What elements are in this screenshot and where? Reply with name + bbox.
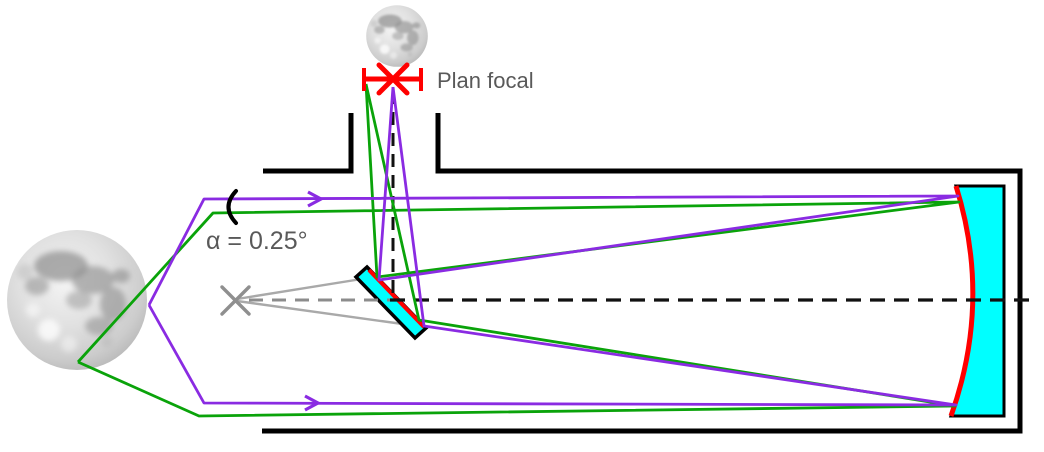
virtual-cone-lower-line xyxy=(236,299,425,329)
virtual-focus-x-marker xyxy=(220,285,251,316)
field-angle-label: α = 0.25° xyxy=(206,227,308,255)
tube-outline xyxy=(262,113,1023,434)
virtual-focus-construction xyxy=(220,275,425,329)
focal-point-cross-icon xyxy=(376,62,410,96)
purple-ray-bottom xyxy=(147,86,958,407)
purple-ray-bundle xyxy=(147,86,960,412)
field-angle-arc-icon xyxy=(226,189,238,225)
purple-ray-top xyxy=(147,86,960,306)
ray-direction-arrow-icon xyxy=(304,394,322,412)
moon-source-image xyxy=(7,230,147,370)
focal-plane-label: Plan focal xyxy=(437,68,534,93)
ray-direction-arrow-icon xyxy=(307,190,325,208)
green-ray-top xyxy=(76,83,961,363)
moon-focal-image xyxy=(366,5,428,67)
virtual-cone-upper-line xyxy=(236,275,375,301)
tube-top-left-and-focuser-left-wall xyxy=(263,113,354,174)
focal-plane-marker xyxy=(362,62,423,96)
